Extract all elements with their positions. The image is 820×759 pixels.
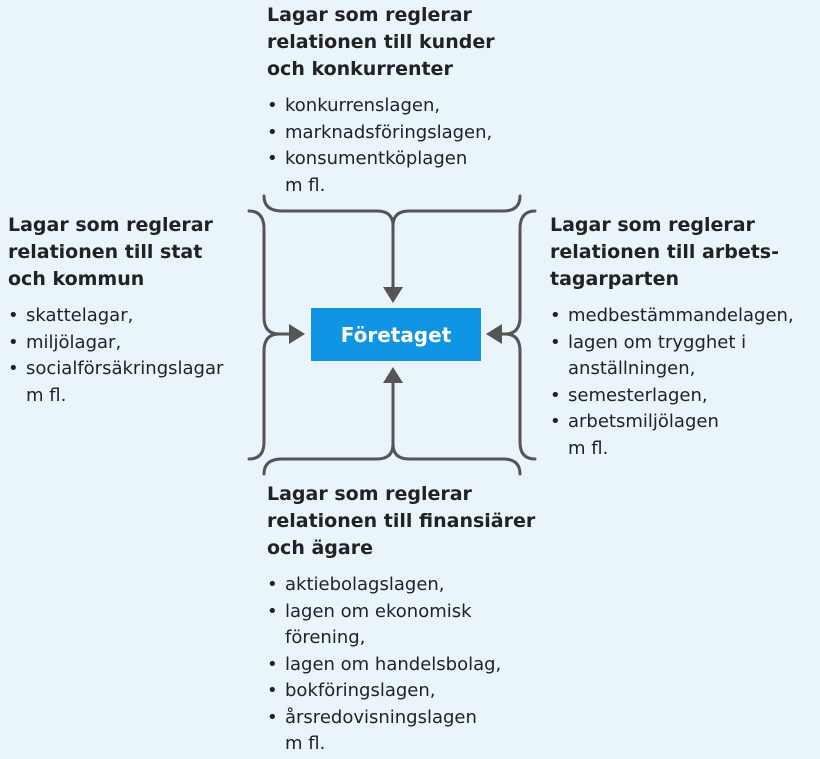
top-arrow-head xyxy=(383,287,403,303)
heading-line: Lagar som reglerar xyxy=(267,483,472,505)
law-item-text-cont: m fl. xyxy=(285,733,326,754)
law-item-text: semesterlagen, xyxy=(568,384,708,406)
law-item: skattelagar, xyxy=(8,303,223,330)
law-item-text: lagen om handelsbolag, xyxy=(285,653,502,675)
top-brace xyxy=(262,194,522,228)
heading-line: och konkurrenter xyxy=(267,58,453,80)
law-item: marknadsföringslagen, xyxy=(267,120,495,147)
law-item-text-cont: m fl. xyxy=(26,384,67,406)
law-item-text: bokföringslagen, xyxy=(285,680,436,701)
law-list: medbestämmandelagen, lagen om trygghet i… xyxy=(550,303,794,462)
law-item: lagen om handelsbolag, xyxy=(267,652,535,679)
law-item-text: arbetsmiljölagen xyxy=(568,411,719,432)
law-item-text-cont: m fl. xyxy=(568,437,609,459)
right-arrow-head xyxy=(486,324,502,344)
law-item: lagen om trygghet i anställningen, xyxy=(550,330,794,383)
law-item-text: aktiebolagslagen, xyxy=(285,574,445,595)
law-item-text: medbestämmandelagen, xyxy=(568,305,794,326)
company-box: Företaget xyxy=(311,308,481,361)
group-heading: Lagar som reglerar relationen till stat … xyxy=(8,212,223,293)
heading-line: Lagar som reglerar xyxy=(8,214,213,236)
law-list: konkurrenslagen, marknadsföringslagen, k… xyxy=(267,93,495,199)
law-item: aktiebolagslagen, xyxy=(267,572,535,599)
law-item-text: marknadsföringslagen, xyxy=(285,121,493,143)
law-item: medbestämmandelagen, xyxy=(550,303,794,330)
heading-line: relationen till arbets- xyxy=(550,241,779,263)
heading-line: tagarparten xyxy=(550,268,679,290)
law-item-text-cont: förening, xyxy=(285,627,366,648)
heading-line: och kommun xyxy=(8,268,145,290)
heading-line: Lagar som reglerar xyxy=(550,214,755,236)
heading-line: och ägare xyxy=(267,537,373,559)
law-list: skattelagar, miljölagar, socialförsäkrin… xyxy=(8,303,223,409)
law-item-text: konsumentköplagen xyxy=(285,148,468,169)
law-item: konkurrenslagen, xyxy=(267,93,495,120)
financiers-owners-group: Lagar som reglerar relationen till finan… xyxy=(267,481,535,758)
law-list: aktiebolagslagen, lagen om ekonomisk för… xyxy=(267,572,535,758)
law-item-text: lagen om trygghet i xyxy=(568,331,747,353)
group-heading: Lagar som reglerar relationen till finan… xyxy=(267,481,535,562)
right-brace xyxy=(503,209,537,461)
customers-competitors-group: Lagar som reglerar relationen till kunde… xyxy=(267,2,495,199)
left-arrow-head xyxy=(289,324,305,344)
law-item-text: lagen om ekonomisk xyxy=(285,600,472,622)
group-heading: Lagar som reglerar relationen till kunde… xyxy=(267,2,495,83)
employees-group: Lagar som reglerar relationen till arbet… xyxy=(550,212,794,462)
law-item-text-cont: anställningen, xyxy=(568,358,696,379)
heading-line: relationen till stat xyxy=(8,241,203,263)
law-item-text-cont: m fl. xyxy=(285,174,326,196)
state-municipality-group: Lagar som reglerar relationen till stat … xyxy=(8,212,223,409)
law-item: lagen om ekonomisk förening, xyxy=(267,599,535,652)
law-item: årsredovisningslagen m fl. xyxy=(267,705,535,758)
law-item-text: skattelagar, xyxy=(26,305,134,326)
law-item: miljölagar, xyxy=(8,330,223,357)
company-label: Företaget xyxy=(340,322,452,347)
bottom-arrow-head xyxy=(383,367,403,383)
law-item: konsumentköplagen m fl. xyxy=(267,146,495,199)
heading-line: Lagar som reglerar xyxy=(267,4,472,26)
law-item: semesterlagen, xyxy=(550,383,794,410)
group-heading: Lagar som reglerar relationen till arbet… xyxy=(550,212,794,293)
law-item-text: konkurrenslagen, xyxy=(285,95,441,116)
heading-line: relationen till finansiärer xyxy=(267,510,536,532)
left-brace xyxy=(247,209,281,461)
law-item: socialförsäkringslagar m fl. xyxy=(8,356,223,409)
law-item-text: årsredovisningslagen xyxy=(285,706,477,728)
bottom-brace xyxy=(262,442,522,476)
heading-line: relationen till kunder xyxy=(267,31,495,53)
law-item: arbetsmiljölagen m fl. xyxy=(550,409,794,462)
law-item-text: miljölagar, xyxy=(26,331,122,353)
law-item: bokföringslagen, xyxy=(267,678,535,705)
law-item-text: socialförsäkringslagar xyxy=(26,358,224,379)
